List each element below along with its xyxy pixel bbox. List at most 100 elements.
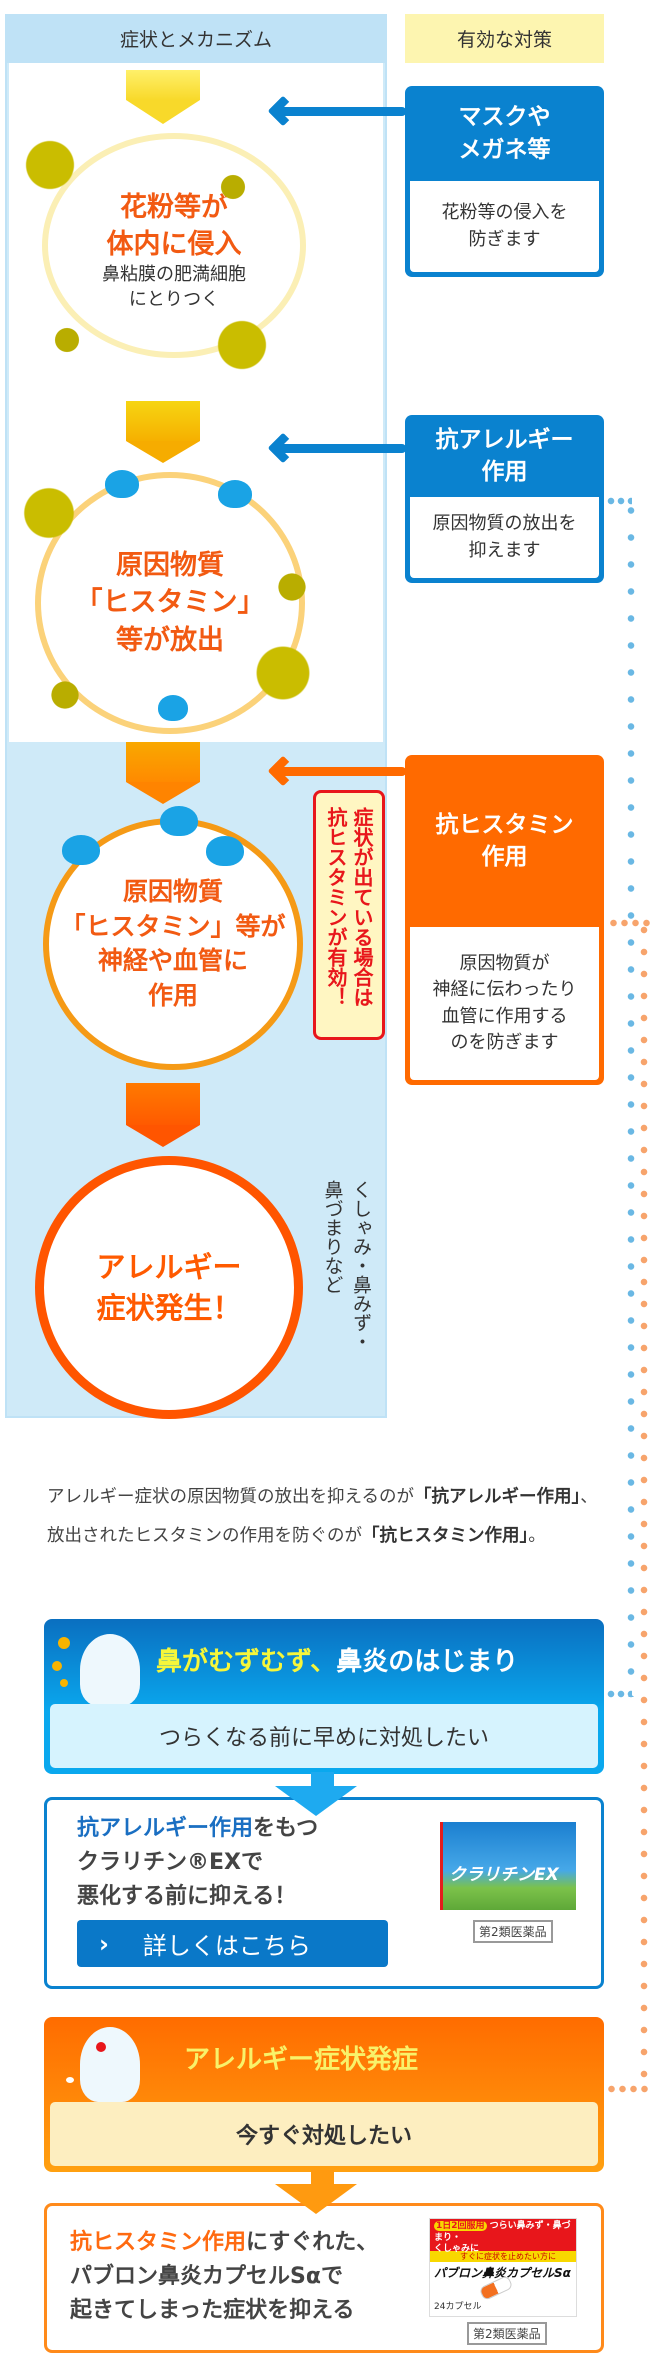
step4-title-line2: 症状発生！ bbox=[96, 1290, 242, 1325]
arrow-antihistamine-to-mechanism bbox=[276, 767, 406, 776]
cm3-title-line2: 作用 bbox=[481, 844, 528, 870]
cm3-desc-line1: 原因物質が bbox=[459, 953, 550, 975]
cm2-desc-line1: 原因物質の放出を bbox=[432, 513, 577, 535]
head-itchy-nose-icon bbox=[80, 1634, 140, 1706]
claritin-product-image[interactable]: クラリチンEX bbox=[440, 1822, 576, 1910]
early-title-highlight: 鼻がむずむず、 bbox=[156, 1647, 337, 1677]
symptom-onset-subtitle: 今すぐ対処したい bbox=[235, 2124, 412, 2149]
pollen-face-icon bbox=[18, 482, 80, 544]
dotted-line-orange bbox=[640, 919, 648, 2089]
step1-sub-line1: 鼻粘膜の肥満細胞 bbox=[102, 264, 246, 286]
histamine-blob-icon bbox=[160, 806, 198, 836]
cm3-desc-line3: 血管に作用する bbox=[441, 1005, 568, 1027]
step2-title-line1: 原因物質 bbox=[116, 550, 224, 582]
symptom-onset-title: アレルギー症状発症 bbox=[184, 2045, 419, 2075]
cm1-title-line1: マスクや bbox=[458, 104, 551, 131]
histamine-blob-icon bbox=[218, 480, 252, 508]
callout-line2: 抗ヒスタミンが有効！ bbox=[324, 807, 348, 1007]
cm2-title-line1: 抗アレルギー bbox=[435, 426, 574, 453]
pabron-pack-note: すぐに症状を止めたい方に bbox=[430, 2251, 576, 2262]
cm1-title-line2: メガネ等 bbox=[458, 136, 551, 163]
step3-title-line3: 神経や血管に bbox=[97, 946, 248, 975]
step1-sub-line2: にとりつく bbox=[128, 288, 220, 310]
early-stage-banner: 鼻がむずむず、鼻炎のはじまり つらくなる前に早めに対処したい bbox=[44, 1619, 604, 1774]
step3-title-line4: 作用 bbox=[147, 980, 198, 1010]
dotted-line-orange-h bbox=[606, 2085, 650, 2093]
pabron-description: 抗ヒスタミン作用にすぐれた、 パブロン鼻炎カプセルSαで 起きてしまった症状を抑… bbox=[70, 2226, 378, 2328]
claritin-line1-rest: をもつ bbox=[253, 1816, 319, 1841]
claritin-description: 抗アレルギー作用をもつ クラリチン®EXで 悪化する前に抑える！ bbox=[77, 1812, 318, 1914]
cm2-title-line2: 作用 bbox=[481, 459, 528, 485]
histamine-blob-icon bbox=[158, 695, 188, 721]
mechanism-header: 症状とメカニズム bbox=[5, 14, 387, 63]
pabron-line1-rest: にすぐれた、 bbox=[246, 2230, 379, 2255]
irritation-mark-icon bbox=[96, 2042, 106, 2052]
symptoms-note-line1: くしゃみ・鼻みず・ bbox=[350, 1180, 372, 1351]
cm2-desc-line2: 抑えます bbox=[468, 539, 541, 561]
orange-down-arrow-3 bbox=[126, 742, 200, 804]
pabron-product-image[interactable]: 1日2回服用 つらい鼻みず・鼻づまり・ くしゃみに すぐに症状を止めたい方に パ… bbox=[429, 2218, 577, 2317]
details-button-label: 詳しくはこちら bbox=[142, 1932, 311, 1960]
early-title-rest: 鼻炎のはじまり bbox=[336, 1647, 519, 1677]
yellow-down-arrow-1 bbox=[126, 70, 200, 124]
pollen-icon bbox=[48, 678, 82, 712]
symptom-onset-banner: アレルギー症状発症 今すぐ対処したい bbox=[44, 2017, 604, 2172]
step-oval-symptoms: アレルギー 症状発生！ bbox=[35, 1156, 303, 1419]
pollen-dot-icon bbox=[58, 1637, 70, 1649]
blue-down-arrow-stem bbox=[311, 1772, 334, 1786]
pollen-icon bbox=[275, 570, 309, 604]
pollen-face-icon bbox=[212, 315, 272, 375]
countermeasure-header: 有効な対策 bbox=[405, 14, 604, 63]
cm1-desc-line2: 防ぎます bbox=[468, 228, 541, 250]
details-button[interactable]: › 詳しくはこちら bbox=[77, 1920, 388, 1967]
dotted-line-blue-h bbox=[606, 497, 632, 505]
cm3-desc-line2: 神経に伝わったり bbox=[432, 979, 577, 1001]
chevron-right-icon: › bbox=[99, 1929, 109, 1958]
claritin-line2: クラリチン®EXで bbox=[77, 1850, 263, 1876]
step2-title-line2: 「ヒスタミン」 bbox=[75, 587, 265, 619]
step-oval-invasion: 花粉等が 体内に侵入 鼻粘膜の肥満細胞 にとりつく bbox=[42, 133, 306, 358]
arrow-antiallergy-to-mechanism bbox=[276, 444, 406, 453]
summary-part1: アレルギー症状の原因物質の放出を抑えるのが bbox=[47, 1487, 414, 1507]
claritin-pack-name: クラリチンEX bbox=[449, 1865, 559, 1885]
dotted-line-blue-h bbox=[606, 1690, 632, 1698]
pollen-icon bbox=[218, 172, 248, 202]
step3-title-line2: 「ヒスタミン」等が bbox=[60, 911, 286, 941]
orange-down-arrow-stem bbox=[311, 2170, 334, 2184]
early-stage-title: 鼻がむずむず、鼻炎のはじまり bbox=[156, 1641, 518, 1678]
summary-part2: 、放出されたヒスタミンの作用を防ぐのが bbox=[47, 1487, 598, 1546]
symptom-onset-subtitle-box: 今すぐ対処したい bbox=[50, 2102, 598, 2166]
pabron-product-box: 抗ヒスタミン作用にすぐれた、 パブロン鼻炎カプセルSαで 起きてしまった症状を抑… bbox=[44, 2203, 604, 2353]
symptoms-note: くしゃみ・鼻みず・ 鼻づまりなど bbox=[318, 1180, 375, 1400]
orange-down-arrow-icon bbox=[275, 2184, 357, 2214]
early-stage-subtitle-box: つらくなる前に早めに対処したい bbox=[50, 1704, 598, 1768]
histamine-blob-icon bbox=[105, 470, 139, 498]
pollen-face-icon bbox=[250, 640, 316, 706]
pollen-dot-icon bbox=[60, 1679, 68, 1687]
callout-line1: 症状が出ている場合は bbox=[350, 807, 374, 1007]
pabron-pack-line1: つらい鼻みず・鼻づまり・ bbox=[434, 2221, 571, 2243]
pollen-face-icon bbox=[20, 135, 80, 195]
step1-title-line1: 花粉等が bbox=[120, 191, 228, 223]
pollen-icon bbox=[52, 325, 82, 355]
countermeasure-mask-box: マスクや メガネ等 花粉等の侵入を 防ぎます bbox=[405, 86, 604, 277]
summary-bold-antiallergy: 「抗アレルギー作用」 bbox=[413, 1487, 581, 1507]
early-stage-subtitle: つらくなる前に早めに対処したい bbox=[158, 1726, 489, 1751]
summary-paragraph: アレルギー症状の原因物質の放出を抑えるのが「抗アレルギー作用」、放出されたヒスタ… bbox=[47, 1478, 602, 1555]
dotted-line-blue bbox=[627, 497, 635, 1697]
countermeasure-antiallergy-box: 抗アレルギー 作用 原因物質の放出を 抑えます bbox=[405, 415, 604, 583]
step1-title-line2: 体内に侵入 bbox=[106, 229, 242, 261]
symptoms-note-line2: 鼻づまりなど bbox=[321, 1180, 344, 1294]
cm1-desc-line1: 花粉等の侵入を bbox=[441, 202, 568, 224]
claritin-line3: 悪化する前に抑える！ bbox=[77, 1884, 297, 1910]
pabron-highlight: 抗ヒスタミン作用 bbox=[70, 2230, 247, 2255]
step3-title-line1: 原因物質 bbox=[122, 877, 223, 906]
head-sneezing-icon bbox=[80, 2027, 140, 2102]
histamine-blob-icon bbox=[206, 836, 244, 866]
claritin-category-badge: 第2類医薬品 bbox=[473, 1920, 553, 1943]
blue-down-arrow-icon bbox=[275, 1786, 357, 1816]
pabron-line3: 起きてしまった症状を抑える bbox=[70, 2298, 355, 2324]
claritin-highlight: 抗アレルギー作用 bbox=[77, 1816, 254, 1841]
pabron-pack-count: 24カプセル bbox=[434, 2302, 482, 2312]
summary-bold-antihistamine: 「抗ヒスタミン作用」 bbox=[362, 1525, 529, 1546]
